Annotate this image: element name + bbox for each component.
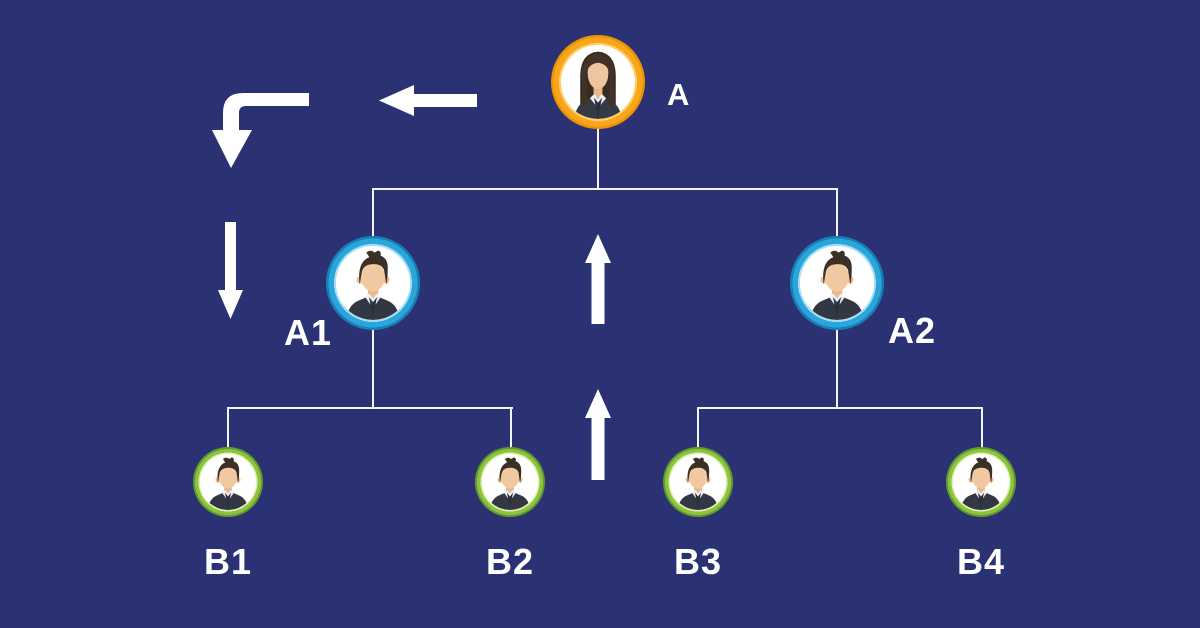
connector-a1-stem	[372, 326, 374, 409]
man-avatar-icon	[953, 454, 1009, 510]
node-a2-label: A2	[888, 310, 937, 351]
node-b3-label: B3	[673, 541, 723, 582]
connector-b4-drop	[981, 407, 983, 451]
node-a1: A1	[284, 236, 420, 353]
man-avatar-icon	[336, 246, 410, 320]
node-a1-photo	[336, 246, 410, 320]
node-b1: B1	[193, 447, 263, 582]
node-b2-photo	[482, 454, 538, 510]
up-arrow-bottom-icon	[585, 389, 611, 480]
left-arrow-icon	[379, 85, 477, 116]
node-b1-label: B1	[203, 541, 253, 582]
node-a-photo	[561, 45, 635, 119]
node-a2-photo	[800, 246, 874, 320]
node-a-ring	[551, 35, 645, 129]
node-b2-label: B2	[485, 541, 535, 582]
node-b3: B3	[663, 447, 733, 582]
node-b4-label: B4	[956, 541, 1006, 582]
man-avatar-icon	[482, 454, 538, 510]
connector-a2-children-horizontal	[697, 407, 983, 409]
man-avatar-icon	[200, 454, 256, 510]
man-avatar-icon	[800, 246, 874, 320]
connector-b3-drop	[697, 407, 699, 451]
node-b4-ring	[946, 447, 1016, 517]
connector-level2-horizontal	[372, 188, 838, 190]
woman-avatar-icon	[561, 45, 635, 119]
node-a2: A2	[790, 236, 935, 351]
node-b1-ring	[193, 447, 263, 517]
connector-b1-drop	[227, 407, 229, 451]
node-b2-ring	[475, 447, 545, 517]
man-avatar-icon	[670, 454, 726, 510]
node-a-label: A	[667, 77, 691, 112]
node-a1-label: A1	[284, 312, 333, 353]
node-b3-photo	[670, 454, 726, 510]
node-a1-ring	[326, 236, 420, 330]
down-arrow-icon	[217, 222, 244, 319]
connector-b2-drop	[510, 407, 512, 451]
connector-a-stem	[597, 128, 599, 190]
node-b1-photo	[200, 454, 256, 510]
node-b4-photo	[953, 454, 1009, 510]
connector-a1-children-horizontal	[227, 407, 513, 409]
connector-a2-stem	[836, 326, 838, 409]
node-b2: B2	[475, 447, 545, 582]
up-arrow-top-icon	[585, 234, 611, 324]
connector-a1-drop	[372, 188, 374, 238]
node-a: A	[551, 35, 689, 129]
connector-a2-drop	[836, 188, 838, 238]
node-a2-ring	[790, 236, 884, 330]
node-b3-ring	[663, 447, 733, 517]
node-b4: B4	[946, 447, 1016, 582]
elbow-down-arrow-icon	[211, 93, 309, 168]
